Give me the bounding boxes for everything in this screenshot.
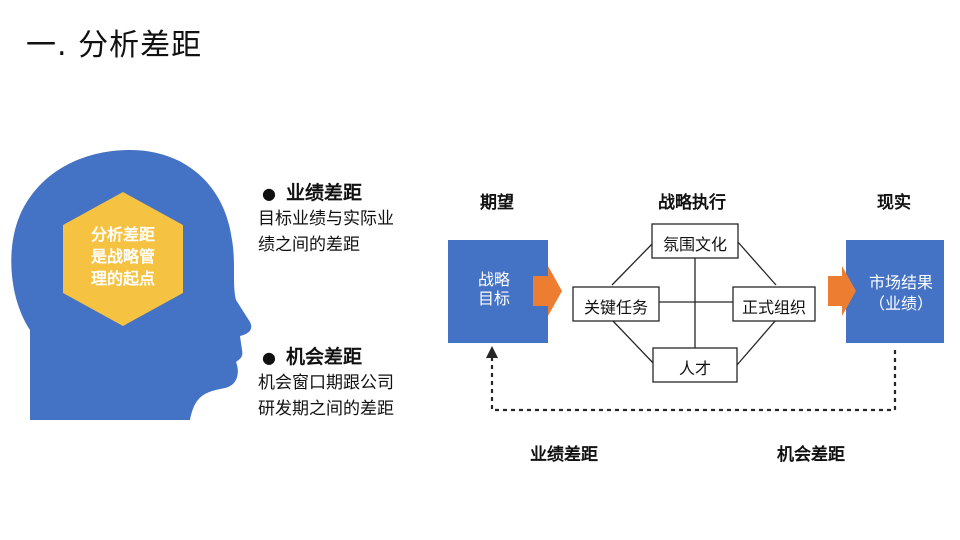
bullet-desc-opportunity: 机会窗口期跟公司 研发期之间的差距 [258, 370, 394, 422]
header-execution: 战略执行 [658, 193, 726, 213]
right-arrow-icon [828, 266, 856, 316]
bullet-opportunity: ● 机会差距 [262, 342, 362, 369]
left-box-line: 目标 [477, 289, 510, 308]
node-bottom-box [652, 347, 738, 383]
bullet-title: 业绩差距 [285, 182, 362, 204]
header-reality: 现实 [877, 193, 911, 213]
bullet-performance: ● 业绩差距 [262, 178, 362, 205]
hexagon-line-3: 理的起点 [90, 269, 155, 288]
desc-line: 目标业绩与实际业 [258, 209, 394, 229]
desc-line: 研发期之间的差距 [258, 399, 394, 419]
hexagon-label: 分析差距 是战略管 理的起点 [70, 224, 176, 290]
diamond-connectors [611, 240, 777, 366]
hexagon-line-1: 分析差距 [90, 225, 155, 244]
node-top-label: 氛围文化 [662, 235, 727, 254]
bullet-desc-performance: 目标业绩与实际业 绩之间的差距 [258, 206, 394, 258]
node-bottom-label: 人才 [678, 359, 711, 378]
gap-label-performance: 业绩差距 [530, 445, 598, 465]
bullet-dot-icon: ● [262, 348, 276, 367]
right-box-label: 市场结果 （业绩） [856, 272, 946, 314]
up-arrowhead-icon [486, 346, 498, 358]
left-goal-box [448, 240, 548, 343]
desc-line: 机会窗口期跟公司 [258, 373, 394, 393]
right-box-line: 市场结果 [868, 273, 933, 292]
node-right-label: 正式组织 [741, 298, 806, 317]
left-box-label: 战略 目标 [448, 270, 540, 308]
right-box-line: （业绩） [868, 294, 933, 313]
right-result-box [846, 240, 944, 343]
desc-line: 绩之间的差距 [258, 235, 360, 255]
hexagon-line-2: 是战略管 [90, 247, 155, 266]
node-left-label: 关键任务 [583, 298, 648, 317]
hexagon-shape [63, 192, 183, 326]
gap-label-opportunity: 机会差距 [777, 445, 845, 465]
node-top-box [651, 223, 739, 259]
dashed-feedback-loop [490, 350, 897, 412]
bullet-title: 机会差距 [285, 346, 362, 368]
page-title: 一. 分析差距 [26, 28, 203, 63]
header-expectation: 期望 [480, 193, 514, 213]
bullet-dot-icon: ● [262, 184, 276, 203]
node-right-box [732, 286, 816, 322]
left-arrow-icon [533, 266, 562, 316]
node-left-box [572, 286, 660, 322]
left-box-line: 战略 [477, 270, 510, 289]
